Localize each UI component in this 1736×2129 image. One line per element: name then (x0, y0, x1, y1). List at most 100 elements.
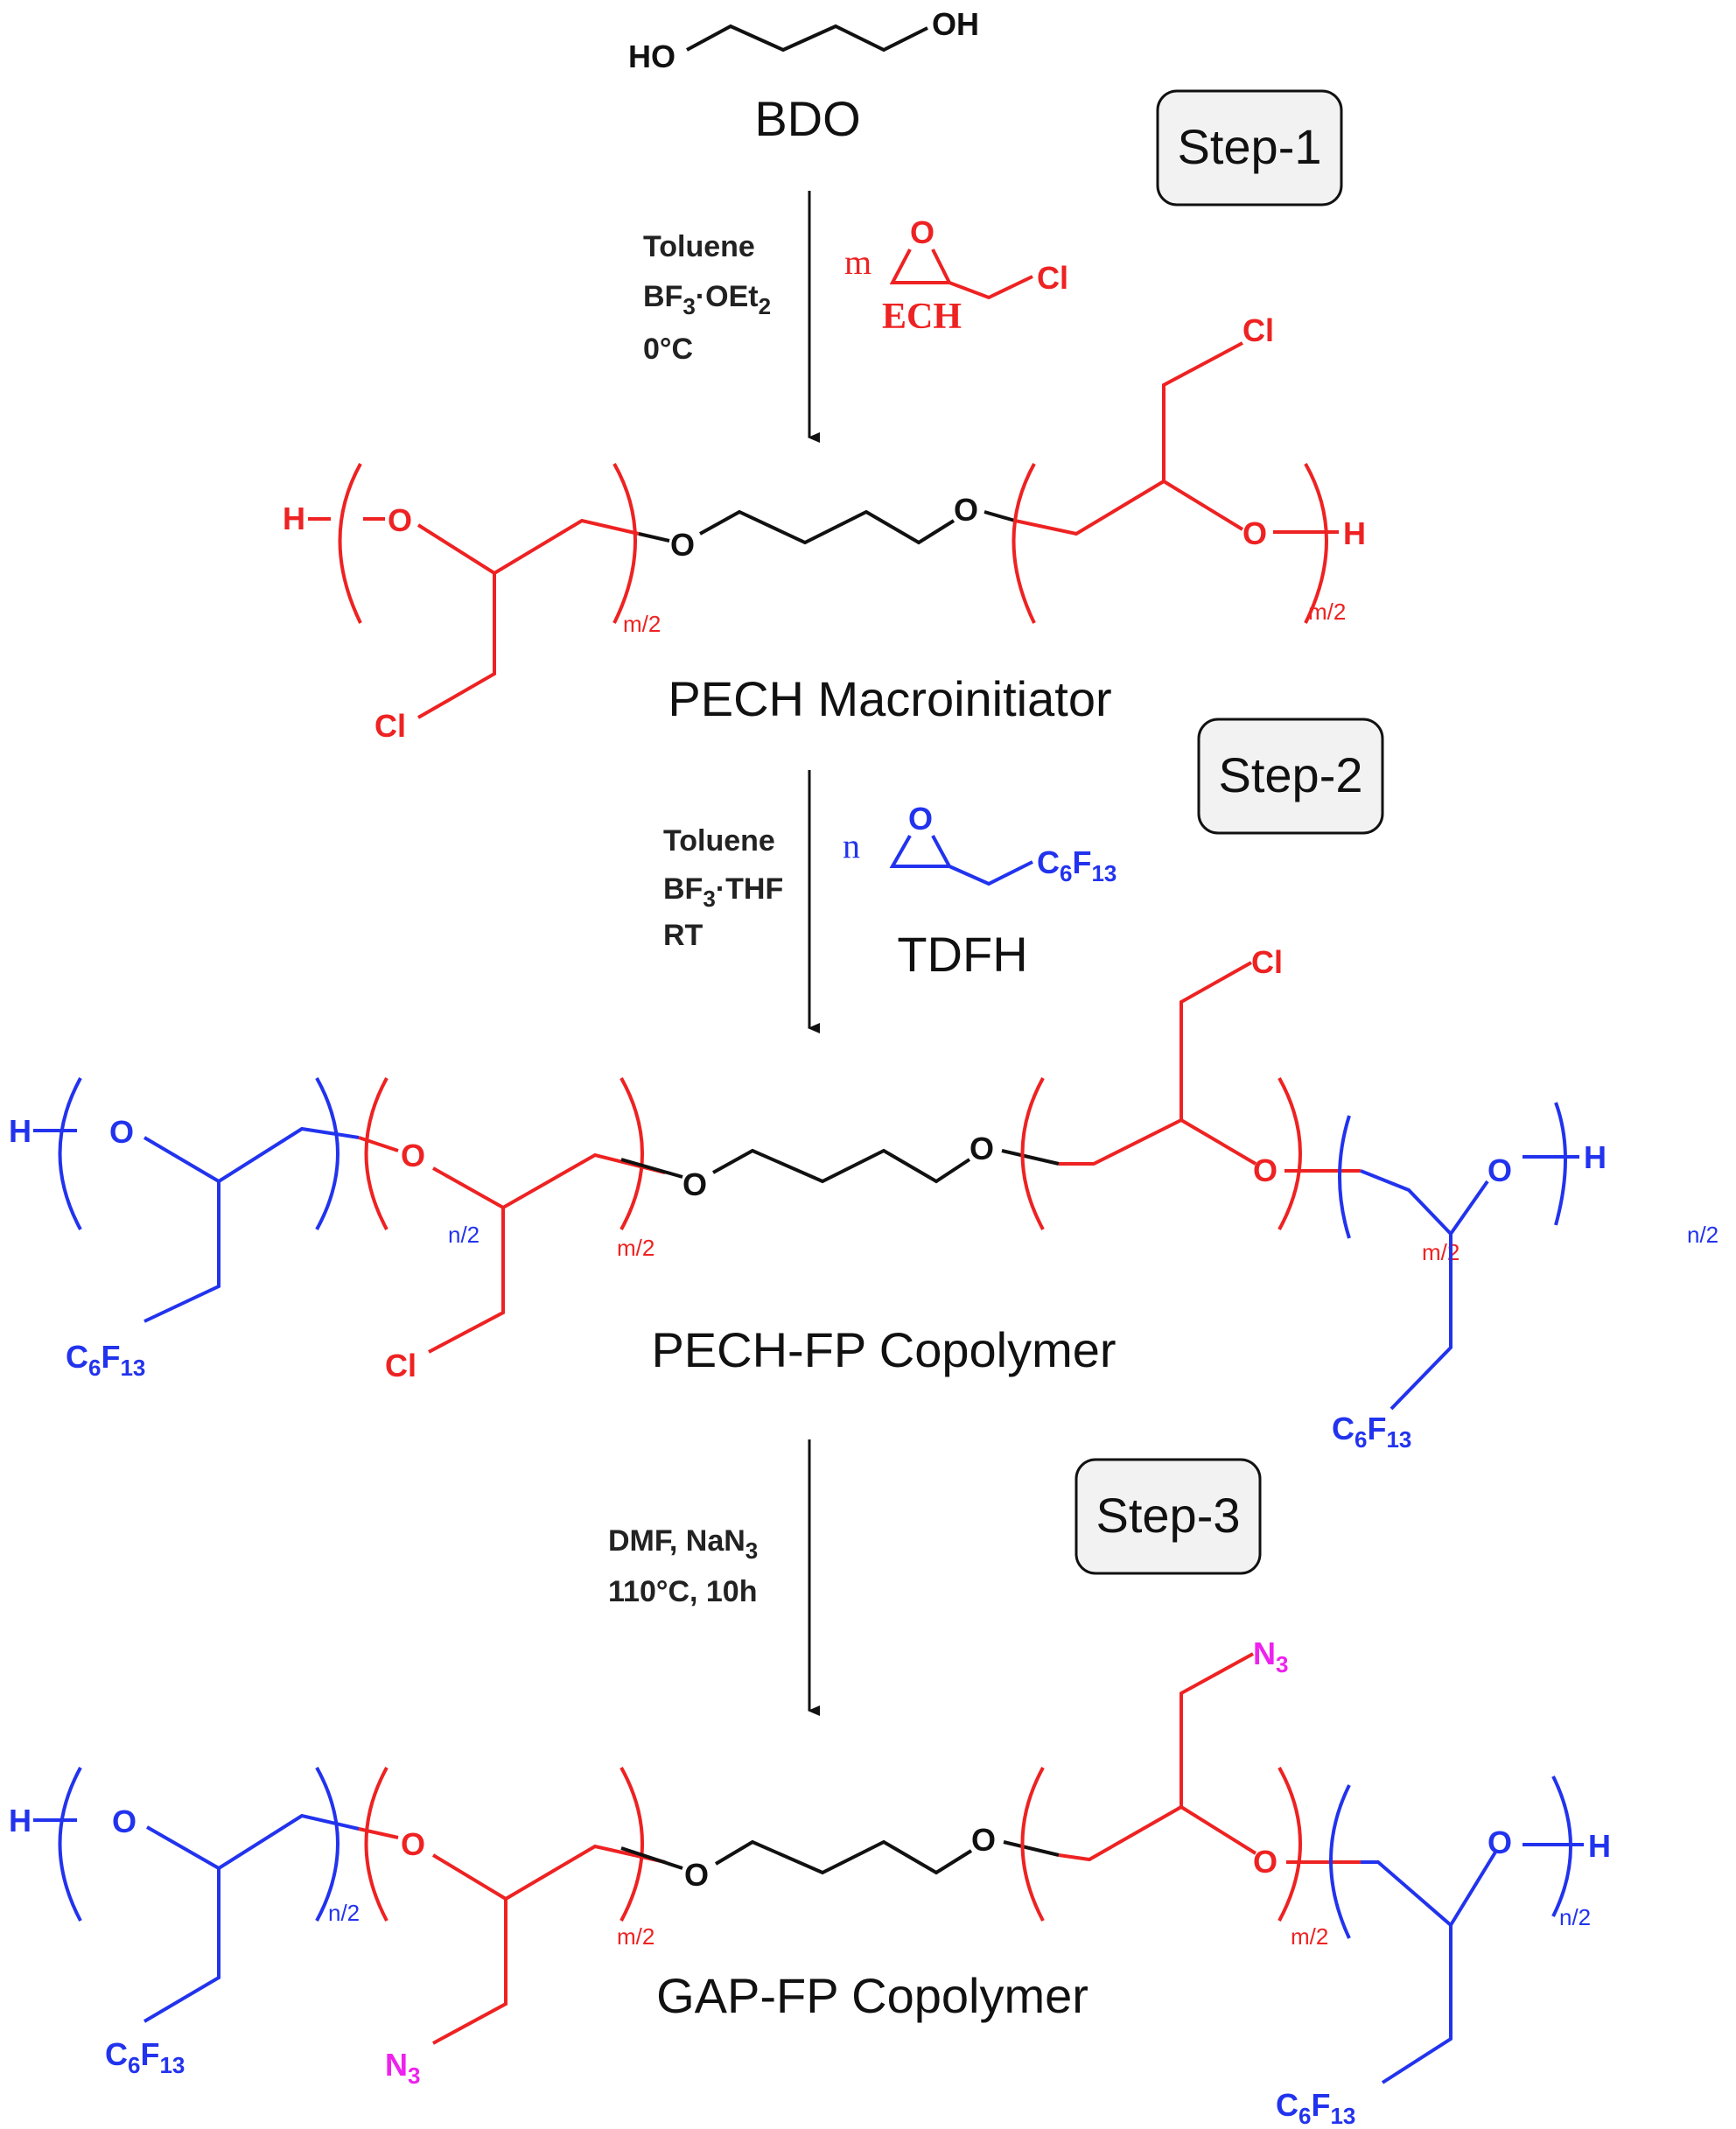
pech-index-left: m/2 (623, 611, 661, 637)
pech-o-mid-left: O (670, 527, 695, 563)
step-2-catalyst: BF3·THF (663, 872, 783, 912)
ech-reagent: m O Cl ECH (844, 214, 1068, 337)
pech-right-bracket-close (1304, 463, 1328, 624)
ech-oxygen: O (910, 214, 934, 250)
pech-fp-c6f13-left: C6F13 (66, 1339, 145, 1381)
gap-fp-h-right: H (1588, 1828, 1611, 1864)
gap-fp-h-left: H (9, 1803, 32, 1838)
ech-epoxide-ring (889, 249, 953, 284)
gap-fp-o-mid-left: O (684, 1857, 709, 1893)
ech-multiplier: m (844, 242, 872, 282)
pech-fp-red-bracket-1-open (364, 1077, 388, 1230)
bdo-label: BDO (754, 91, 860, 146)
pech-fp-index-n-right: n/2 (1687, 1222, 1718, 1248)
gap-fp-azide-bottom: N3 (385, 2047, 420, 2089)
pech-fp-red-bracket-1-close (620, 1077, 644, 1230)
step-1-temperature: 0°C (643, 333, 693, 366)
pech-fp-blue-bracket-1-open (58, 1077, 82, 1230)
gap-fp-structure: H O C6F13 n/2 O N3 m/2 O O N3 O m/2 O (9, 1635, 1611, 2129)
gap-fp-o-mid-right: O (971, 1822, 996, 1858)
bdo-molecule: HO OH (628, 6, 979, 74)
ech-side-chain (948, 275, 1033, 300)
pech-fp-cl-top: Cl (1251, 944, 1283, 980)
pech-index-right: m/2 (1308, 599, 1346, 625)
gap-fp-index-n-right: n/2 (1559, 1904, 1591, 1930)
gap-fp-index-m-right: m/2 (1291, 1923, 1328, 1950)
step-1-box: Step-1 (1156, 89, 1343, 207)
bdo-backbone (686, 24, 928, 53)
pech-o-right: O (1242, 515, 1267, 551)
ech-label: ECH (882, 297, 962, 337)
step-2-solvent: Toluene (663, 824, 775, 858)
step-2-label: Step-2 (1219, 747, 1363, 802)
tdfh-label: TDFH (897, 927, 1027, 982)
pech-fp-o-mid-left: O (682, 1166, 707, 1202)
gap-fp-index-m-left: m/2 (617, 1923, 654, 1950)
gap-fp-o-blue-left: O (112, 1803, 136, 1839)
tdfh-multiplier: n (843, 826, 860, 865)
pech-fp-o-red-right: O (1253, 1152, 1278, 1188)
pech-h-right: H (1343, 515, 1366, 551)
gap-fp-index-n-left: n/2 (328, 1900, 360, 1926)
pech-fp-blue-bracket-1-close (315, 1077, 340, 1230)
gap-fp-blue-bracket-1-open (58, 1767, 82, 1922)
gap-fp-o-red-right: O (1253, 1844, 1278, 1880)
pech-cl-bottom: Cl (374, 708, 406, 744)
gap-fp-blue-bracket-1-close (315, 1767, 340, 1922)
gap-fp-c6f13-left: C6F13 (105, 2036, 185, 2078)
step-3-box: Step-3 (1074, 1458, 1262, 1575)
pech-h-left: H (283, 501, 305, 536)
gap-fp-label: GAP-FP Copolymer (656, 1968, 1088, 2023)
step-1-solvent: Toluene (643, 230, 755, 263)
tdfh-chain: C6F13 (1037, 844, 1116, 886)
gap-fp-o-red-left: O (401, 1826, 425, 1862)
pech-fp-cl-bottom: Cl (385, 1348, 416, 1383)
pech-fp-label: PECH-FP Copolymer (651, 1322, 1116, 1377)
pech-fp-o-red-left: O (401, 1138, 425, 1173)
pech-structure: H O Cl m/2 O O Cl O H m/2 (283, 312, 1366, 744)
bdo-oh: OH (932, 6, 979, 42)
step-2-temperature: RT (663, 919, 704, 952)
pech-fp-o-blue-left: O (109, 1114, 134, 1150)
gap-fp-red-bracket-1-close (620, 1767, 644, 1922)
pech-fp-index-m-left: m/2 (617, 1235, 654, 1261)
gap-fp-blue-bracket-2-close (1551, 1775, 1572, 1917)
pech-fp-o-mid-right: O (970, 1131, 994, 1166)
gap-fp-red-bracket-2-close (1278, 1767, 1302, 1922)
gap-fp-red-bracket-1-open (364, 1767, 388, 1922)
tdfh-oxygen: O (908, 801, 933, 837)
step-1-conditions: Toluene BF3·OEt2 0°C (643, 230, 771, 366)
ech-chlorine: Cl (1037, 260, 1068, 296)
pech-fp-structure: H O C6F13 O n/2 Cl m/2 O O Cl O O H (9, 944, 1718, 1453)
pech-fp-h-right: H (1584, 1139, 1606, 1175)
pech-fp-red-bracket-2-close (1278, 1077, 1302, 1230)
pech-label: PECH Macroinitiator (668, 671, 1111, 726)
step-3-temperature-time: 110°C, 10h (608, 1575, 757, 1608)
pech-right-bracket-open (1012, 463, 1036, 624)
pech-fp-o-blue-right: O (1488, 1152, 1512, 1188)
gap-fp-blue-bracket-2-open (1329, 1784, 1351, 1939)
step-3-reagents: DMF, NaN3 (608, 1524, 758, 1564)
pech-fp-c6f13-right: C6F13 (1332, 1411, 1411, 1453)
step-1-catalyst: BF3·OEt2 (643, 280, 771, 319)
pech-o-left: O (388, 502, 412, 538)
bdo-ho: HO (628, 39, 676, 74)
pech-fp-index-m-right: m/2 (1422, 1239, 1460, 1265)
pech-fp-index-n-left: n/2 (448, 1222, 480, 1248)
step-2-box: Step-2 (1197, 718, 1384, 835)
pech-fp-red-bracket-2-open (1020, 1077, 1045, 1230)
step-2-conditions: Toluene BF3·THF RT (663, 824, 783, 952)
pech-left-bracket-close (612, 463, 637, 624)
step-3-conditions: DMF, NaN3 110°C, 10h (608, 1524, 758, 1608)
step-3-label: Step-3 (1096, 1488, 1241, 1543)
tdfh-epoxide-ring (889, 835, 953, 868)
tdfh-side-chain (948, 860, 1033, 886)
pech-fp-h-left: H (9, 1113, 32, 1149)
gap-fp-o-blue-right: O (1488, 1824, 1512, 1860)
step-1-label: Step-1 (1178, 119, 1322, 174)
pech-o-mid-right: O (954, 492, 978, 528)
pech-fp-blue-bracket-2-open (1338, 1115, 1351, 1239)
tdfh-reagent: n O C6F13 (843, 801, 1116, 886)
pech-left-bracket-open (338, 463, 362, 624)
